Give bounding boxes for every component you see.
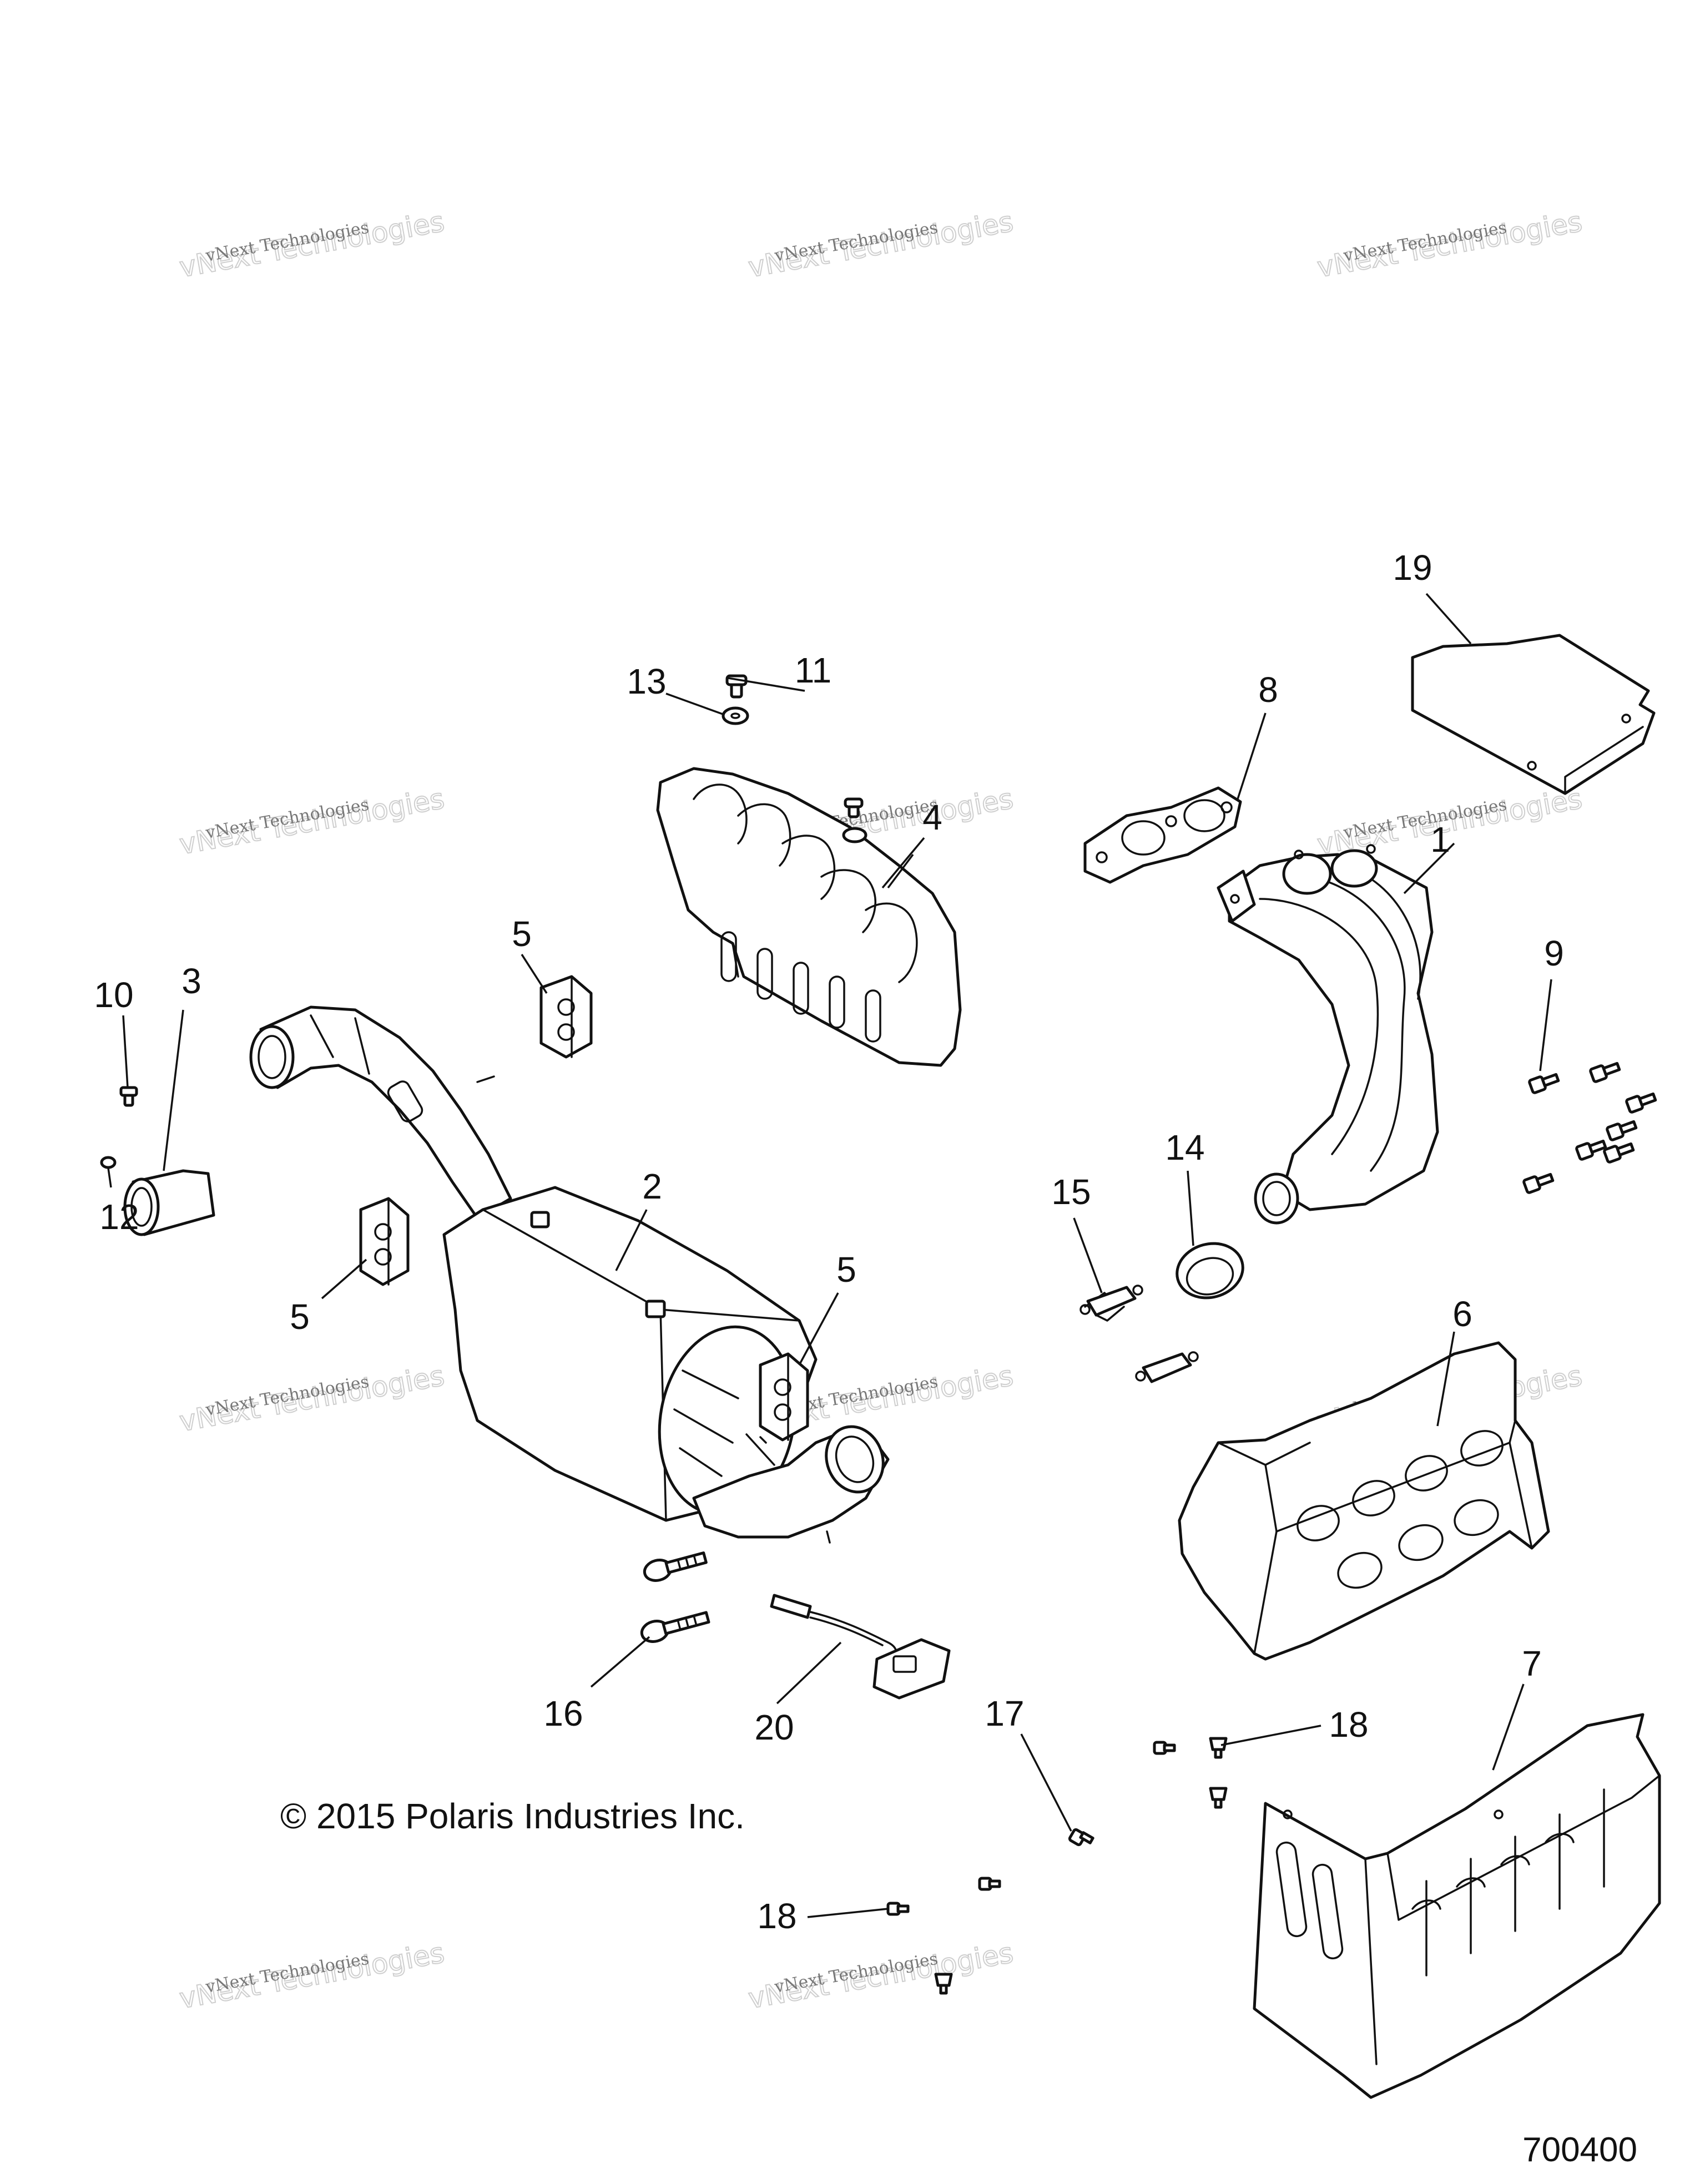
callout-15: 15 (1051, 1172, 1091, 1212)
callout-5a: 5 (512, 914, 532, 954)
callout-19: 19 (1393, 548, 1432, 588)
callout-11: 11 (795, 650, 831, 690)
part-10-screw (119, 1086, 138, 1107)
callout-17: 17 (985, 1693, 1024, 1733)
part-16-bolts (640, 1551, 710, 1643)
part-4-heat-shield (656, 767, 962, 1067)
part-3-tail-tip (123, 1169, 215, 1236)
callout-9: 9 (1544, 933, 1564, 973)
part-5-isolator-c (759, 1352, 809, 1442)
part-1-exhaust-header (1217, 844, 1439, 1225)
part-18-fasteners (886, 1737, 1228, 1995)
part-13-washer (722, 706, 749, 725)
part-2-muffler (249, 1005, 890, 1544)
part-17-screw (1068, 1828, 1094, 1847)
callout-16: 16 (543, 1693, 583, 1733)
part-4-fastener (842, 797, 867, 843)
callout-5b: 5 (290, 1297, 310, 1337)
part-6-heat-shield (1178, 1341, 1550, 1661)
part-19-shield-plate (1411, 634, 1656, 795)
callout-18b: 18 (757, 1896, 796, 1936)
callout-20: 20 (754, 1707, 794, 1747)
part-15-spring-b (1135, 1351, 1199, 1383)
part-5-isolator-a (539, 975, 593, 1059)
callout-1: 1 (1430, 820, 1450, 860)
drawing-number: 700400 (1522, 2131, 1637, 2169)
callout-12: 12 (99, 1197, 139, 1237)
callout-18a: 18 (1329, 1705, 1368, 1745)
callout-2: 2 (642, 1166, 662, 1206)
callout-4: 4 (922, 797, 942, 837)
callout-14: 14 (1165, 1128, 1204, 1167)
callout-labels: 1 2 3 4 5 5 5 6 7 8 9 10 11 12 13 14 15 … (94, 548, 1563, 1936)
part-8-gasket (1083, 786, 1242, 884)
part-7-heat-shield (1253, 1713, 1661, 2099)
callout-3: 3 (181, 961, 201, 1001)
callout-7: 7 (1522, 1644, 1542, 1684)
part-15-spring-a (1080, 1285, 1143, 1322)
part-14-ring (1176, 1242, 1244, 1300)
part-5-isolator-b (359, 1197, 410, 1286)
leader-lines (107, 593, 1552, 1918)
part-12-nut (100, 1156, 117, 1169)
copyright-text: © 2015 Polaris Industries Inc. (280, 1796, 745, 1836)
callout-5c: 5 (836, 1250, 856, 1290)
callout-8: 8 (1258, 670, 1278, 710)
callout-13: 13 (627, 661, 666, 701)
part-20-sensor (770, 1594, 951, 1700)
callout-6: 6 (1452, 1294, 1472, 1334)
callout-10: 10 (94, 975, 133, 1015)
part-9-bolts (1522, 1061, 1657, 1194)
